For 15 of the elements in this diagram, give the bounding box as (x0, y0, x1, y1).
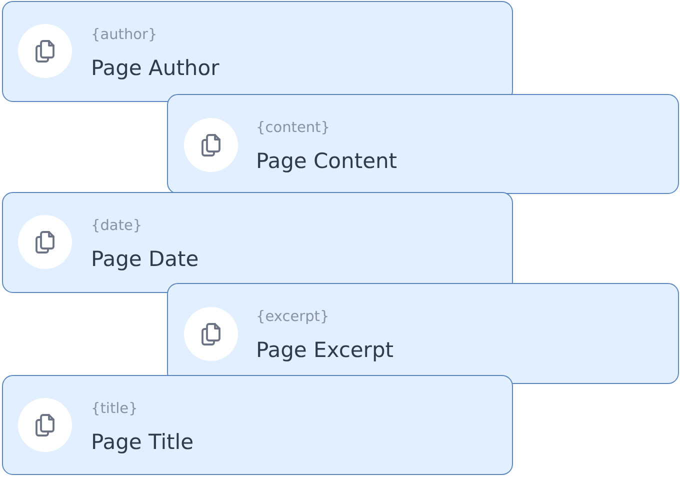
template-tag: {date} (91, 217, 142, 235)
field-title: Page Date (91, 246, 199, 272)
field-card (167, 283, 679, 384)
field-title: Page Title (91, 429, 194, 455)
template-tag: {title} (91, 400, 138, 418)
field-title: Page Author (91, 55, 220, 81)
field-card (2, 192, 513, 293)
template-tag: {excerpt} (256, 308, 330, 326)
field-title: Page Content (256, 148, 398, 174)
template-tag: {author} (91, 26, 158, 44)
field-card (2, 375, 513, 475)
template-tag: {content} (256, 119, 330, 137)
field-card (2, 1, 513, 102)
field-card (167, 94, 679, 194)
field-title: Page Excerpt (256, 337, 394, 363)
